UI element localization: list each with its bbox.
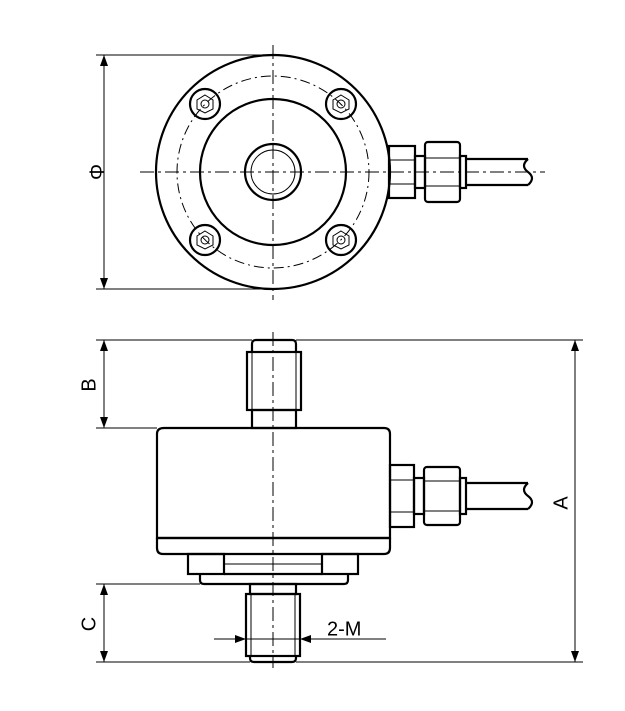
bolt-bottom-left (188, 223, 222, 257)
side-cable (466, 481, 534, 511)
inner-hub-circle (198, 97, 348, 247)
diameter-label: Φ (86, 164, 108, 180)
center-boss-inner (250, 149, 296, 195)
dimension-b-label: B (78, 378, 100, 391)
bolt-bottom-right (324, 223, 358, 257)
dimension-c (96, 583, 250, 663)
dimension-c-label: C (78, 617, 100, 631)
body-base-flange (155, 538, 392, 556)
dimension-a-label: A (550, 496, 572, 510)
dimension-b (96, 339, 252, 429)
thread-callout-label: 2-M (327, 618, 361, 640)
top-stud (245, 338, 303, 430)
center-boss-outer (243, 142, 303, 202)
top-cable-gland (387, 140, 468, 204)
bolt-top-right (324, 87, 358, 121)
dimension-a (296, 339, 583, 663)
bottom-stud (244, 582, 302, 664)
side-cable-gland (388, 463, 468, 529)
side-view: A B C 2-M (78, 332, 583, 668)
diameter-dimension (96, 54, 273, 290)
top-cable (466, 157, 534, 187)
bolt-circle (176, 75, 370, 269)
top-view: Φ (86, 45, 545, 300)
thread-callout (214, 635, 386, 643)
bolt-top-left (188, 87, 222, 121)
